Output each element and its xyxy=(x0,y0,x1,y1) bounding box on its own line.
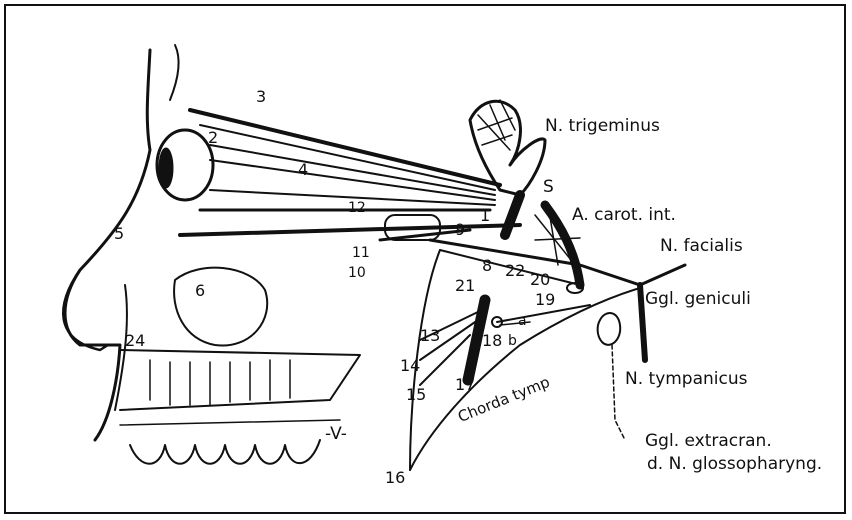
label-geniculi: Ggl. geniculi xyxy=(645,290,751,308)
muscle-2 xyxy=(210,145,495,195)
number-20: 20 xyxy=(530,272,550,288)
number-9: 9 xyxy=(455,222,465,238)
number-16: 16 xyxy=(385,470,405,486)
number-5: 5 xyxy=(114,226,124,242)
number-4: 4 xyxy=(298,162,308,178)
number-1: 1 xyxy=(480,208,490,224)
label-carotis: A. carot. int. xyxy=(572,206,676,224)
label-glossopharyng: d. N. glossopharyng. xyxy=(647,455,822,473)
label-v: -V- xyxy=(325,425,347,443)
number-21: 21 xyxy=(455,278,475,294)
label-s: S xyxy=(543,178,554,196)
number-12: 12 xyxy=(348,200,366,216)
muscle-upper xyxy=(190,110,500,185)
letter-b: b xyxy=(508,333,517,349)
letter-a: a xyxy=(518,313,527,329)
label-facialis: N. facialis xyxy=(660,237,743,255)
number-2: 2 xyxy=(208,130,218,146)
number-18: 18 xyxy=(482,333,502,349)
mandible-line xyxy=(120,420,340,425)
number-3: 3 xyxy=(256,89,266,105)
number-24: 24 xyxy=(125,333,145,349)
teeth-upper xyxy=(150,360,290,405)
teeth-lower xyxy=(130,440,320,464)
number-17: 17 xyxy=(455,377,475,393)
tympanic-nerve xyxy=(612,345,625,440)
nose-outline xyxy=(63,270,108,350)
number-19: 19 xyxy=(535,292,555,308)
nerve-1 xyxy=(505,195,520,235)
number-14: 14 xyxy=(400,358,420,374)
number-13: 13 xyxy=(420,328,440,344)
label-tympanicus: N. tympanicus xyxy=(625,370,748,388)
face-outline xyxy=(65,50,150,440)
number-15: 15 xyxy=(406,387,426,403)
number-6: 6 xyxy=(195,283,205,299)
eye-pupil xyxy=(159,148,173,188)
number-10: 10 xyxy=(348,265,366,281)
number-22: 22 xyxy=(505,263,525,279)
label-extracran: Ggl. extracran. xyxy=(645,432,772,450)
sinus xyxy=(174,268,267,346)
trigeminus-mesh xyxy=(478,100,515,150)
maxilla xyxy=(120,350,360,410)
number-8: 8 xyxy=(482,258,492,274)
forehead-outline xyxy=(170,45,179,100)
tympanic-bulb xyxy=(598,313,621,345)
label-trigeminus: N. trigeminus xyxy=(545,117,660,135)
number-11: 11 xyxy=(352,245,370,261)
